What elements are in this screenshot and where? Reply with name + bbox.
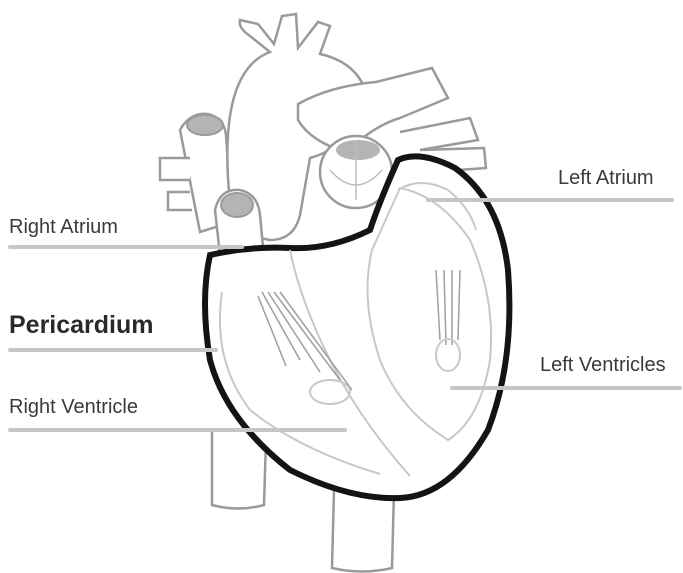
label-pericardium: Pericardium [9, 311, 154, 340]
label-left-atrium: Left Atrium [558, 167, 654, 190]
right-atrium-opening [221, 193, 253, 217]
left-branch-vessels [160, 158, 192, 210]
label-left-ventricles: Left Ventricles [540, 354, 666, 377]
aortic-valve-shade [336, 140, 380, 160]
label-right-ventricle: Right Ventricle [9, 396, 138, 419]
label-right-atrium: Right Atrium [9, 216, 118, 239]
superior-vena-cava-opening [187, 115, 223, 135]
descending-aorta [332, 490, 394, 572]
